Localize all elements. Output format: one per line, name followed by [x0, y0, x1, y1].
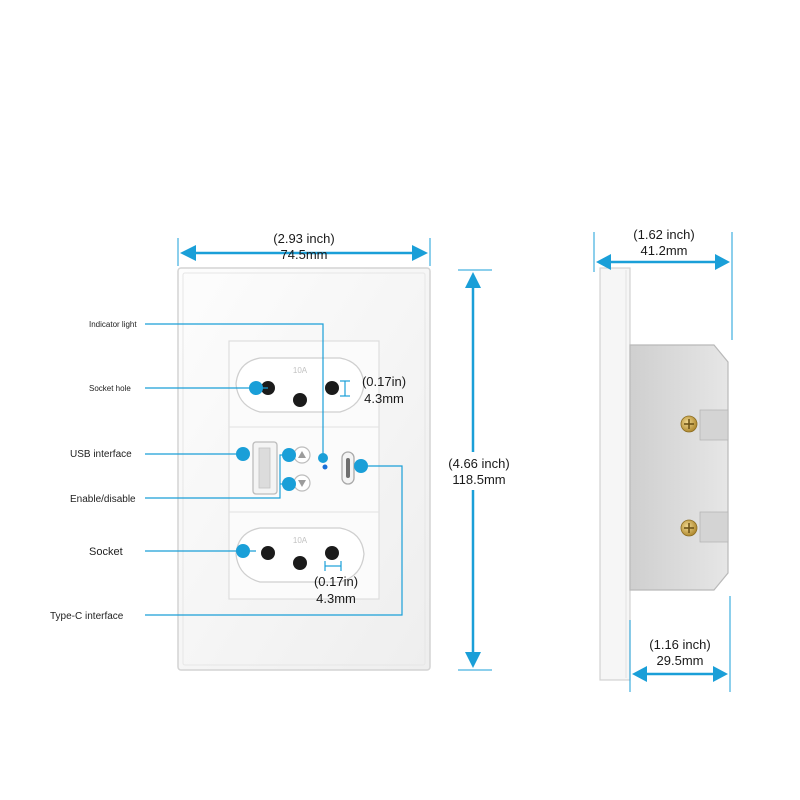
type-c-port-tongue — [346, 458, 350, 478]
terminal-screw-bottom — [680, 519, 698, 537]
socket-bottom-hole-right — [325, 546, 339, 560]
side-plate-edge — [599, 267, 631, 681]
up-arrow-icon — [298, 451, 306, 458]
usb-row — [252, 441, 355, 495]
side-back-box — [629, 344, 729, 591]
pin-top-inch-label: (0.17in) — [362, 374, 406, 389]
socket-top-hole-center — [293, 393, 307, 407]
terminal-screw-top — [680, 415, 698, 433]
socket-top-rating: 10A — [293, 366, 308, 375]
pin-bottom-inch-label: (0.17in) — [314, 574, 358, 589]
box-depth-inch-label: (1.16 inch) — [649, 637, 710, 652]
down-arrow-icon — [298, 480, 306, 487]
usb-a-port-tongue — [258, 447, 271, 489]
width-inch-label: (2.93 inch) — [273, 231, 334, 246]
depth-inch-label: (1.62 inch) — [633, 227, 694, 242]
socket-bottom-hole-center — [293, 556, 307, 570]
socket-top-face — [235, 357, 365, 413]
pin-top-mm-label: 4.3mm — [364, 391, 404, 406]
socket-bottom: 10A — [235, 527, 365, 583]
pin-bottom-mm-label: 4.3mm — [316, 591, 356, 606]
indicator-light-led — [322, 464, 328, 470]
callout-socket: Socket — [89, 546, 123, 558]
box-depth-mm-label: 29.5mm — [657, 653, 704, 668]
socket-bottom-face — [235, 527, 365, 583]
box-depth-dimension: (1.16 inch) 29.5mm — [629, 596, 731, 692]
callouts: Indicator light Socket hole USB interfac… — [50, 320, 403, 622]
height-inch-label: (4.66 inch) — [448, 456, 509, 471]
callout-usb-interface: USB interface — [70, 449, 132, 460]
side-box-bracket — [699, 409, 729, 441]
width-mm-label: 74.5mm — [281, 247, 328, 262]
callout-type-c-interface: Type-C interface — [50, 611, 124, 622]
height-mm-label: 118.5mm — [452, 472, 505, 487]
depth-mm-label: 41.2mm — [641, 243, 688, 258]
front-view: 10A 10A — [50, 231, 518, 671]
side-view: (1.62 inch) 41.2mm (1.16 inch) 29.5mm — [593, 227, 733, 692]
width-dimension: (2.93 inch) 74.5mm — [177, 231, 431, 266]
height-dimension: (4.66 inch) 118.5mm — [440, 269, 518, 671]
callout-indicator-light: Indicator light — [89, 320, 137, 329]
depth-dimension: (1.62 inch) 41.2mm — [593, 227, 733, 340]
callout-socket-hole: Socket hole — [89, 384, 131, 393]
pin-dimension-bottom: (0.17in) 4.3mm — [314, 561, 358, 606]
socket-bottom-hole-left — [261, 546, 275, 560]
plate-inner-bevel — [182, 272, 426, 666]
socket-top-hole-right — [325, 381, 339, 395]
pin-dimension-top: (0.17in) 4.3mm — [340, 374, 406, 406]
callout-enable-disable: Enable/disable — [70, 494, 136, 505]
socket-bottom-rating: 10A — [293, 536, 308, 545]
side-box-bracket-lower — [699, 511, 729, 543]
